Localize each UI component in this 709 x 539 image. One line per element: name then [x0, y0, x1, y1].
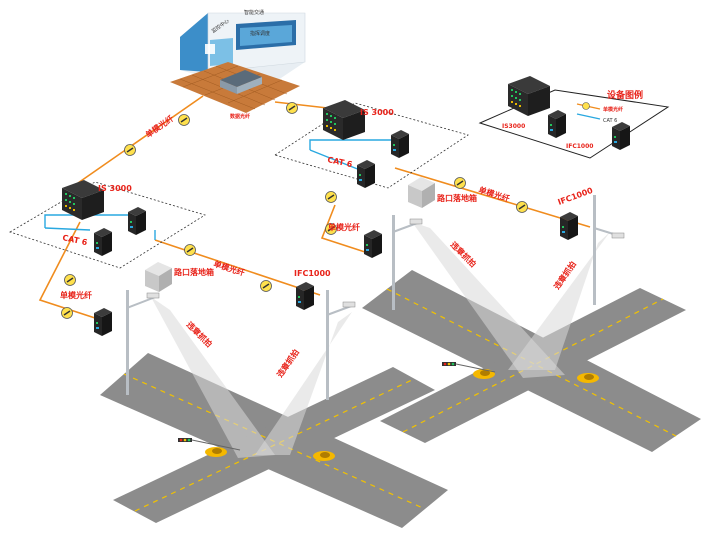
switch-icon	[323, 100, 365, 140]
converter-icon	[548, 110, 566, 138]
fiber-node-icon	[285, 101, 299, 115]
legend-switch-label: IS3000	[502, 123, 525, 130]
legend-title: 设备图例	[607, 89, 643, 101]
car-icon	[473, 369, 495, 379]
left-cat-label: CAT 6	[62, 233, 89, 247]
fiber-node-icon	[324, 190, 338, 204]
legend-cat-label: CAT 6	[603, 118, 617, 124]
left-converter-label: IFC1000	[294, 269, 331, 278]
fiber-node-icon	[183, 243, 197, 257]
converter-icon	[391, 130, 409, 158]
car-icon	[205, 447, 227, 457]
right-fiber-label-2: 单模光纤	[328, 222, 360, 232]
fiber-node-icon	[60, 306, 74, 320]
left-site	[9, 180, 356, 400]
fiber-node-icon	[63, 273, 77, 287]
fiber-node-icon	[177, 113, 191, 127]
fiber-backbone	[38, 95, 591, 319]
left-fiber-label-3: 单模光纤	[60, 290, 92, 300]
right-converter-label: IFC1000	[557, 186, 595, 207]
right-fiber-label-1: 单模光纤	[477, 184, 511, 203]
fiber-node-icon	[123, 143, 137, 157]
legend-converter-label: IFC1000	[566, 143, 593, 150]
fiber-node-icon	[453, 176, 467, 190]
camera-beams	[151, 222, 610, 458]
right-cat-label: CAT 6	[327, 155, 354, 169]
left-fiber-label-2: 单模光纤	[212, 258, 246, 277]
converter-icon	[296, 282, 314, 310]
traffic-light-icon	[178, 438, 241, 451]
converter-icon	[612, 122, 630, 150]
banner-right-label: 智能交通	[244, 9, 264, 16]
converter-icon	[357, 160, 375, 188]
left-fiber-label-1: 单模光纤	[143, 113, 175, 140]
converter-icon	[364, 230, 382, 258]
fiber-node-icon	[515, 200, 529, 214]
cabinet-icon	[145, 262, 172, 292]
cable-label: 数据光纤	[230, 113, 250, 120]
cabinet-icon	[408, 177, 435, 208]
screen-title-label: 指挥调度	[250, 30, 270, 37]
converter-icon	[560, 212, 578, 240]
camera-pole-icon	[126, 290, 160, 395]
camera-pole-icon	[593, 195, 625, 305]
right-switch-label: IS 3000	[360, 108, 394, 117]
camera-pole-icon	[326, 290, 356, 400]
car-icon	[577, 373, 599, 383]
fiber-node-icon	[259, 279, 273, 293]
right-cabinet-label: 路口落地箱	[437, 193, 477, 203]
car-icon	[313, 451, 335, 461]
left-cabinet-label: 路口落地箱	[174, 267, 214, 277]
camera-pole-icon	[392, 215, 423, 310]
legend-fiber-label: 单模光纤	[603, 106, 623, 113]
left-camera-label-2: 违章抓拍	[274, 347, 301, 379]
converter-icon	[94, 228, 112, 256]
right-site	[274, 100, 625, 310]
device-legend	[478, 76, 670, 159]
converter-icon	[128, 207, 146, 235]
fiber-node-icon	[582, 102, 590, 110]
traffic-light-icon	[442, 362, 496, 373]
converter-icon	[94, 308, 112, 336]
monitor-center-icon	[170, 12, 306, 113]
left-switch-label: IS 3000	[98, 184, 132, 193]
